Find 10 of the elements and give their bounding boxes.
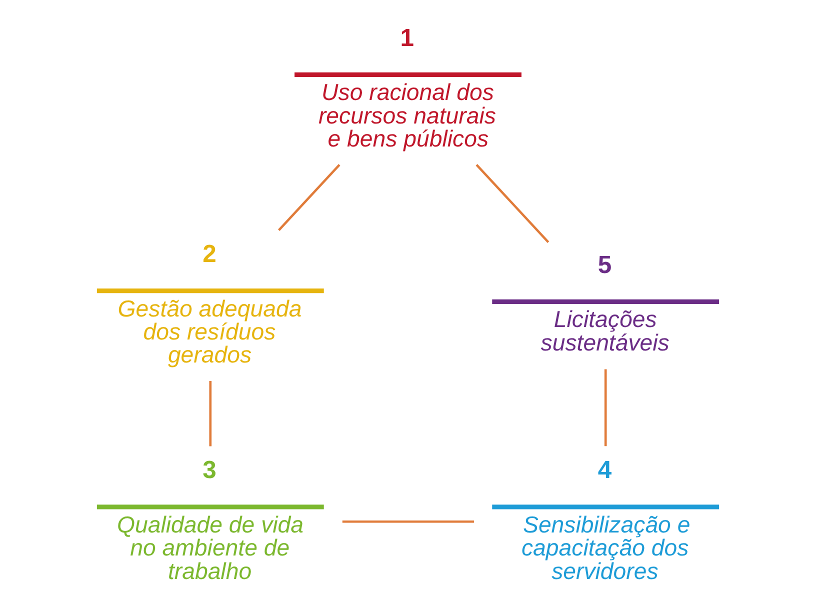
node-text: 5 Licitações sustentáveis <box>540 252 669 356</box>
connector <box>277 164 340 231</box>
connector <box>604 369 606 446</box>
connector <box>342 520 474 523</box>
node-text: 2 Gestão adequada dos resíduos gerados <box>117 240 302 368</box>
node-text: 1 Uso racional dos recursos naturais e bens públicos <box>318 24 496 152</box>
connector <box>475 164 549 243</box>
node-text: 4 Sensibilização e capacitação dos servidores <box>520 457 690 584</box>
node-text: 3 Qualidade de vida no ambiente de trabalho <box>116 457 304 584</box>
connector <box>208 380 212 446</box>
